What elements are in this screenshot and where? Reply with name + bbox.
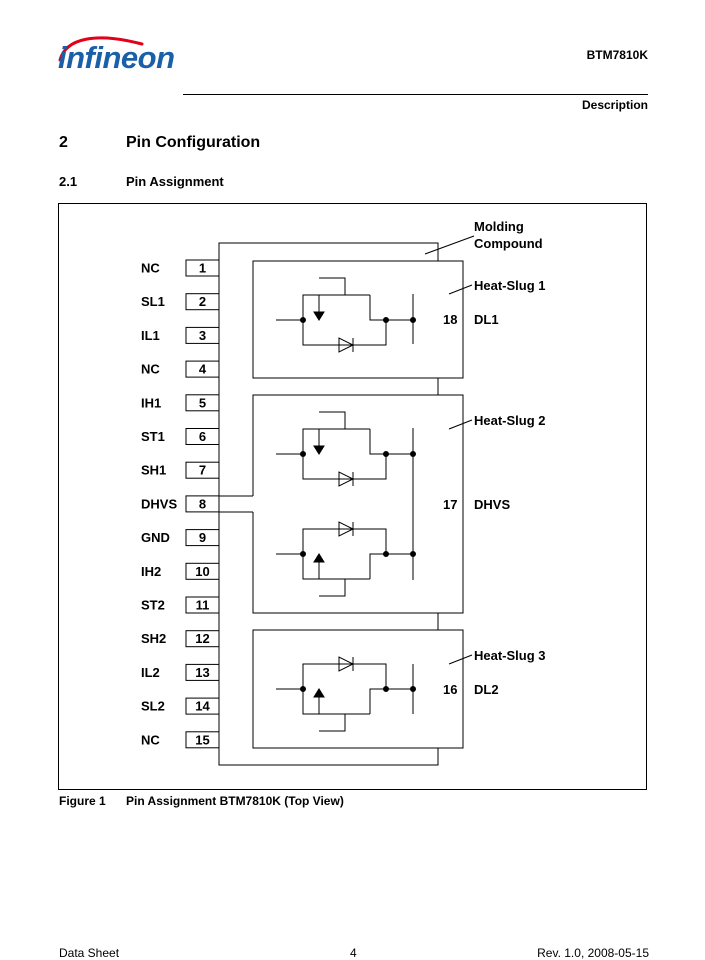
body-diode-loop (302, 528, 387, 554)
section-number: 2 (59, 134, 68, 151)
pin-name: IL1 (141, 328, 160, 343)
gate-lead (319, 277, 346, 295)
pin-list: 1NC2SL13IL14NC5IH16ST17SH18DHVS9GND10IH2… (141, 259, 220, 749)
channel (302, 428, 386, 455)
pin-number: 15 (195, 732, 209, 747)
heat-slug-2-label: Heat-Slug 2 (474, 413, 546, 428)
logo-swoosh-icon (56, 32, 146, 67)
pin-name: ST1 (141, 429, 165, 444)
diode-icon (338, 471, 355, 487)
molding-leader (424, 235, 475, 255)
pin-number: 10 (195, 564, 209, 579)
heat-slug-1-pin-name: DL1 (474, 312, 499, 327)
footer-page-number: 4 (350, 946, 357, 960)
pin-number: 7 (199, 463, 206, 478)
subsection-number: 2.1 (59, 174, 78, 189)
heat-slug-3-label: Heat-Slug 3 (474, 648, 546, 663)
pin-number: 12 (195, 631, 209, 646)
pin-number: 9 (199, 530, 206, 545)
pin-name: SH2 (141, 631, 166, 646)
gate-lead (319, 579, 346, 597)
gate-lead (319, 411, 346, 429)
document-title: BTM7810K (586, 48, 648, 62)
pin-name: SL1 (141, 294, 165, 309)
body-diode-loop (302, 454, 387, 480)
pin-name: NC (141, 732, 160, 747)
pin-name: NC (141, 261, 160, 276)
pin-number: 1 (199, 261, 206, 276)
diode-icon (338, 337, 355, 353)
channel (302, 294, 386, 321)
arrow-icon (313, 311, 325, 321)
pin-number: 6 (199, 429, 206, 444)
dhvs-bridge (219, 495, 253, 513)
pin-number: 4 (199, 362, 207, 377)
heat-slug-3-leader (448, 654, 473, 665)
diode-icon (338, 656, 355, 672)
pin-name: GND (141, 530, 170, 545)
figure-frame (58, 203, 647, 790)
pin-name: ST2 (141, 598, 165, 613)
channel (302, 688, 386, 715)
heat-slug-2-pin-num: 17 (443, 497, 457, 512)
body-diode-loop (302, 663, 387, 689)
heat-slug-2-box (252, 394, 464, 614)
pin-number: 8 (199, 496, 206, 511)
pin-number: 13 (195, 665, 209, 680)
company-logo: infineon (58, 40, 175, 75)
heat-slug-1-leader (448, 284, 473, 295)
pin-name: DHVS (141, 496, 177, 511)
heat-slug-2-leader (448, 419, 473, 430)
body-diode-loop (302, 320, 387, 346)
pin-number: 5 (199, 395, 206, 410)
heat-slug-2-pin-name: DHVS (474, 497, 510, 512)
molding-label-line2: Compound (474, 236, 543, 251)
arrow-icon (313, 553, 325, 563)
pin-name: IH1 (141, 395, 161, 410)
pin-name: IH2 (141, 564, 161, 579)
pin-name: SH1 (141, 463, 166, 478)
channel (302, 553, 386, 580)
heat-slug-1-pin-num: 18 (443, 312, 457, 327)
pin-name: IL2 (141, 665, 160, 680)
heat-slug-3-pin-name: DL2 (474, 682, 499, 697)
arrow-icon (313, 445, 325, 455)
figure-label: Figure 1 (59, 794, 106, 808)
header-section-label: Description (581, 98, 648, 112)
pin-name: SL2 (141, 699, 165, 714)
diode-icon (338, 521, 355, 537)
footer-revision: Rev. 1.0, 2008-05-15 (537, 946, 649, 960)
molding-label-line1: Molding (474, 219, 524, 234)
section-title: Pin Configuration (126, 134, 261, 151)
subsection-title: Pin Assignment (126, 174, 224, 189)
pin-name: NC (141, 362, 160, 377)
pin-number: 3 (199, 328, 206, 343)
arrow-icon (313, 688, 325, 698)
heat-slug-3-pin-num: 16 (443, 682, 457, 697)
heat-slug-1-label: Heat-Slug 1 (474, 278, 546, 293)
pin-number: 11 (196, 598, 210, 613)
header-divider (183, 94, 648, 95)
gate-lead (319, 714, 346, 732)
footer-doc-type: Data Sheet (59, 946, 120, 960)
figure-caption: Pin Assignment BTM7810K (Top View) (126, 794, 344, 808)
pin-number: 2 (199, 294, 206, 309)
pin-number: 14 (195, 699, 210, 714)
